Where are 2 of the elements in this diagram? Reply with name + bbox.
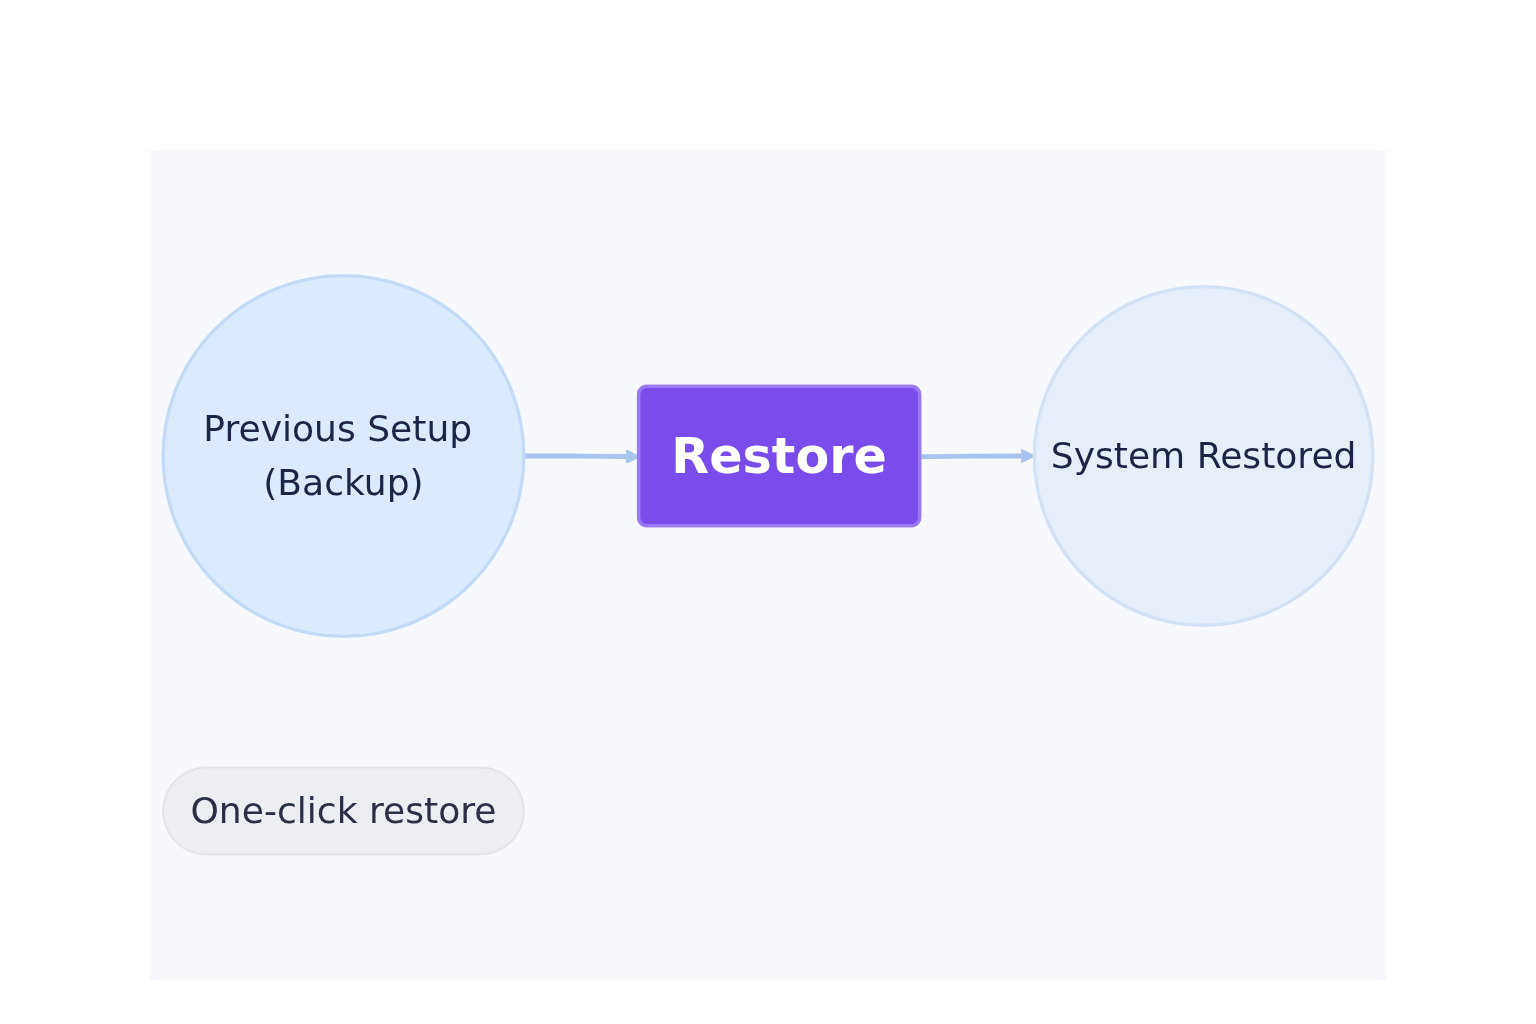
node-circle: System Restored bbox=[1032, 285, 1375, 627]
node-circle: Previous Setup (Backup) bbox=[161, 274, 526, 638]
